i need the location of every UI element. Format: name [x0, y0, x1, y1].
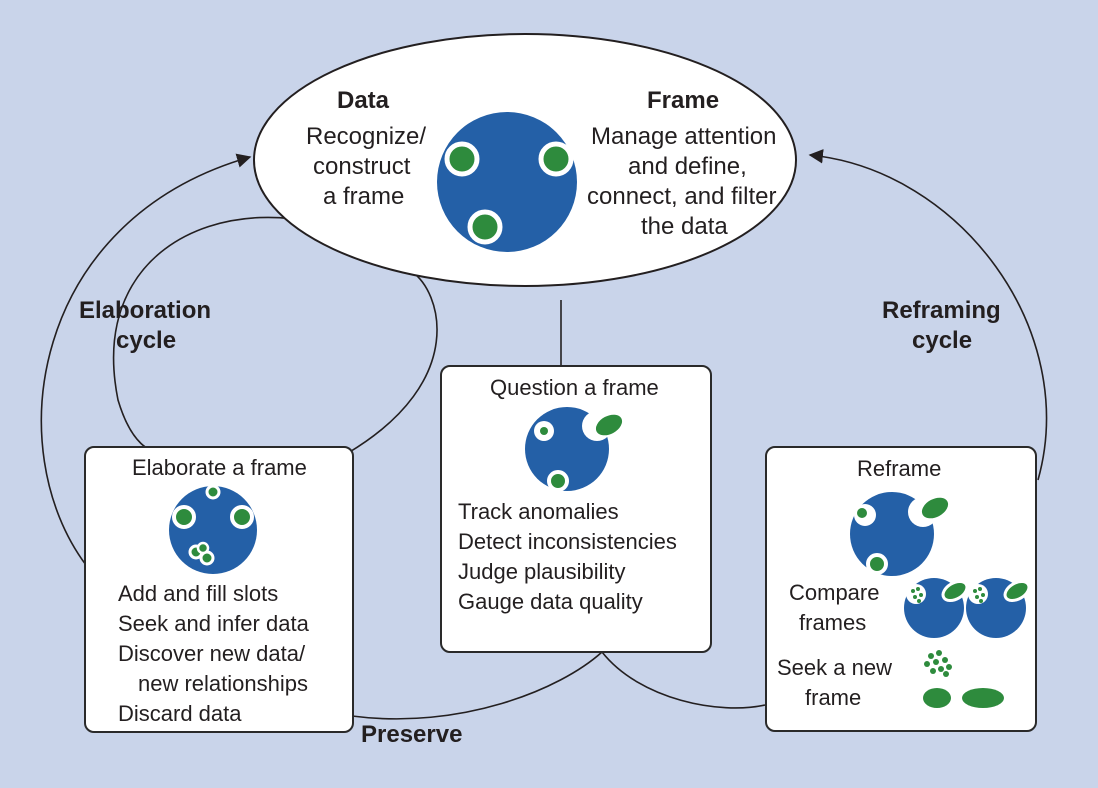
- reframe-title: Reframe: [857, 456, 942, 481]
- compare-line-1: Compare: [789, 580, 880, 605]
- elaborate-item-5: Discard data: [118, 701, 242, 726]
- elaborate-item-1: Add and fill slots: [118, 581, 279, 606]
- frame-line-1: Manage attention: [591, 123, 777, 150]
- reframing-cycle-label-2: cycle: [912, 327, 973, 354]
- frame-line-3: connect, and filter: [587, 183, 777, 210]
- question-item-3: Judge plausibility: [458, 559, 626, 584]
- question-title: Question a frame: [490, 375, 659, 400]
- data-line-3: a frame: [323, 183, 405, 210]
- data-dot-main-1: [444, 141, 480, 177]
- elaborate-item-4: new relationships: [138, 671, 308, 696]
- reframe-frame-icon: [850, 492, 951, 576]
- elaborate-frame-box: Elaborate a frame Add and fill slots See…: [84, 446, 354, 733]
- reframing-cycle-label-1: Reframing: [882, 297, 1001, 324]
- data-line-2: construct: [313, 153, 411, 180]
- frame-line-4: the data: [641, 213, 728, 240]
- question-frame-box: Question a frame Track anomalies Detect …: [440, 365, 712, 653]
- data-dot-main-3: [467, 209, 503, 245]
- elaborate-frame-icon: [169, 484, 257, 574]
- preserve-arc: [351, 651, 603, 720]
- elaborate-title: Elaborate a frame: [132, 455, 307, 480]
- preserve-label: Preserve: [361, 721, 463, 748]
- seek-line-2: frame: [805, 685, 862, 710]
- frame-circle-main: [437, 112, 577, 252]
- elaboration-cycle-label-1: Elaboration: [79, 297, 212, 324]
- question-item-2: Detect inconsistencies: [458, 529, 677, 554]
- compare-frames-icon: [904, 578, 1031, 638]
- elaboration-cycle-label-2: cycle: [116, 327, 177, 354]
- question-item-4: Gauge data quality: [458, 589, 643, 614]
- question-item-1: Track anomalies: [458, 499, 619, 524]
- elaboration-outer-arc: [40, 153, 252, 566]
- frame-line-2: and define,: [628, 153, 747, 180]
- elaborate-item-3: Discover new data/: [118, 641, 306, 666]
- data-line-1: Recognize/: [306, 123, 427, 150]
- elaborate-item-2: Seek and infer data: [118, 611, 309, 636]
- compare-line-2: frames: [799, 610, 867, 635]
- frame-heading: Frame: [647, 87, 720, 114]
- data-dot-main-2: [538, 141, 574, 177]
- reframing-arc: [808, 149, 1048, 481]
- seek-line-1: Seek a new: [777, 655, 892, 680]
- question-frame-icon: [525, 407, 625, 492]
- reframe-connector-arc: [601, 651, 766, 709]
- reframe-box: Reframe Compare frames Seek a new fram: [765, 446, 1037, 732]
- new-frame-icon: [923, 650, 1004, 708]
- data-heading: Data: [337, 87, 390, 114]
